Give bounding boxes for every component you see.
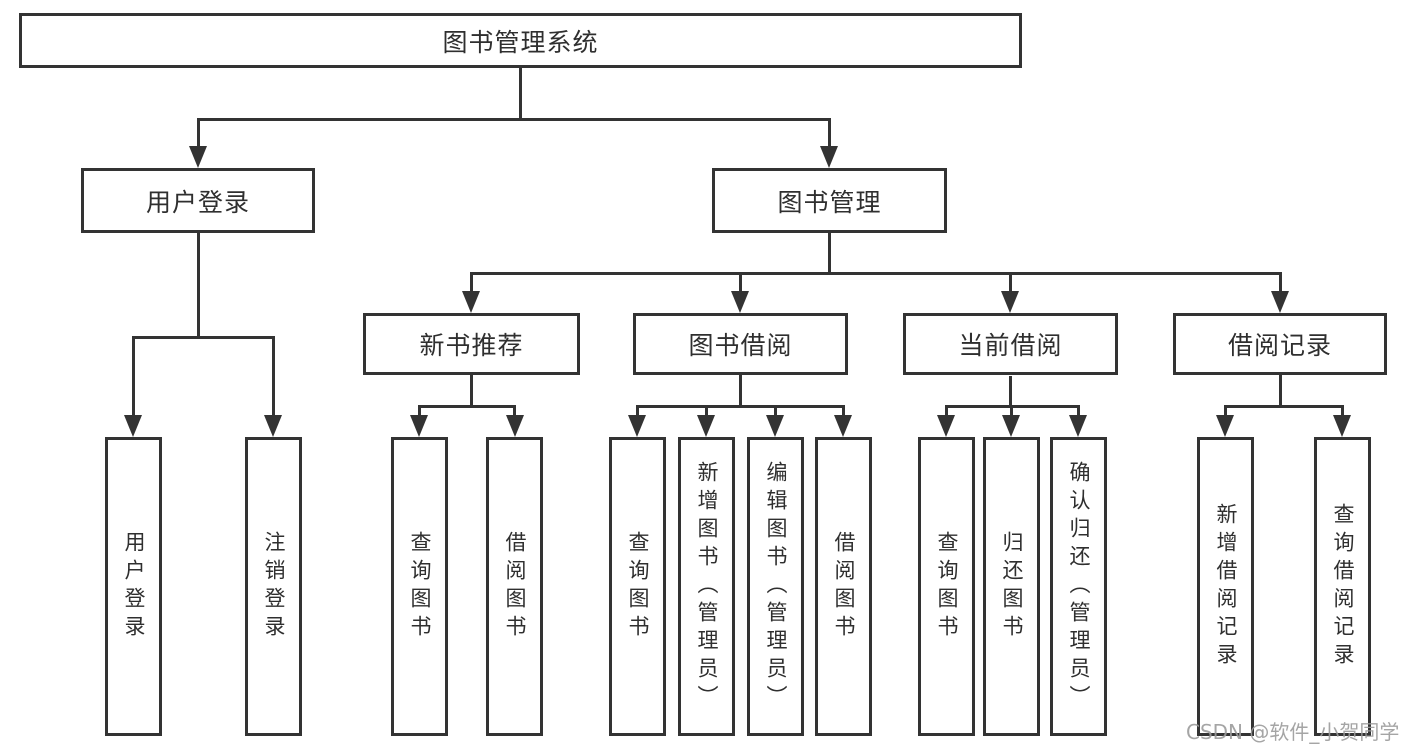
leaf-borrow-book-under-recommend: 借阅图书 <box>486 437 543 736</box>
connector-line <box>774 405 777 417</box>
connector-line <box>1009 272 1012 293</box>
leaf-label: 编辑图书（管理员） <box>764 460 788 713</box>
connector-line <box>705 405 708 417</box>
connector-line <box>1009 376 1012 408</box>
node-label: 借阅记录 <box>1227 331 1332 360</box>
leaf-query-book-under-current: 查询图书 <box>918 437 975 736</box>
leaf-label: 用户登录 <box>122 530 146 643</box>
connector-line <box>132 336 135 417</box>
connector-line <box>197 232 200 339</box>
connector-line <box>418 405 421 417</box>
leaf-label: 新增图书（管理员） <box>695 460 719 713</box>
connector-line <box>636 405 845 408</box>
connector-line <box>945 405 948 417</box>
connector-line <box>636 405 639 417</box>
leaf-label: 查询图书 <box>935 530 959 643</box>
leaf-confirm-return-admin: 确认归还（管理员） <box>1050 437 1107 736</box>
arrow-down-icon <box>1001 291 1019 313</box>
arrow-down-icon <box>937 415 955 437</box>
node-label: 图书借阅 <box>688 331 793 360</box>
leaf-add-book-admin: 新增图书（管理员） <box>678 437 735 736</box>
connector-line <box>1010 405 1013 417</box>
connector-line <box>1224 405 1343 408</box>
connector-line <box>739 272 742 293</box>
connector-line <box>1224 405 1227 417</box>
arrow-down-icon <box>189 146 207 168</box>
arrow-down-icon <box>834 415 852 437</box>
leaf-label: 确认归还（管理员） <box>1067 460 1091 713</box>
connector-line <box>1279 375 1282 408</box>
connector-line <box>513 405 516 417</box>
leaf-query-book-under-borrow: 查询图书 <box>609 437 666 736</box>
leaf-label: 查询借阅记录 <box>1331 502 1355 671</box>
connector-line <box>828 118 831 148</box>
connector-line <box>1077 405 1080 417</box>
arrow-down-icon <box>1271 291 1289 313</box>
connector-line <box>519 68 522 120</box>
leaf-label: 新增借阅记录 <box>1214 502 1238 671</box>
arrow-down-icon <box>124 415 142 437</box>
arrow-down-icon <box>766 415 784 437</box>
arrow-down-icon <box>1002 415 1020 437</box>
arrow-down-icon <box>506 415 524 437</box>
node-user-login: 用户登录 <box>81 168 315 233</box>
leaf-edit-book-admin: 编辑图书（管理员） <box>747 437 804 736</box>
leaf-label: 查询图书 <box>408 530 432 643</box>
node-current-borrow: 当前借阅 <box>903 313 1118 375</box>
leaf-return-book: 归还图书 <box>983 437 1040 736</box>
node-root-label: 图书管理系统 <box>442 27 599 57</box>
csdn-watermark: CSDN @软件_小贺同学 <box>1186 720 1400 744</box>
node-borrow-record: 借阅记录 <box>1173 313 1387 375</box>
connector-line <box>842 405 845 417</box>
connector-line <box>739 374 742 408</box>
connector-line <box>1341 405 1344 417</box>
arrow-down-icon <box>1333 415 1351 437</box>
arrow-down-icon <box>462 291 480 313</box>
connector-line <box>197 118 200 148</box>
arrow-down-icon <box>1069 415 1087 437</box>
arrow-down-icon <box>820 146 838 168</box>
node-new-book-recommend: 新书推荐 <box>363 313 580 375</box>
connector-line <box>132 336 275 339</box>
connector-line <box>418 405 516 408</box>
node-root: 图书管理系统 <box>19 13 1022 68</box>
leaf-label: 借阅图书 <box>832 530 856 643</box>
connector-line <box>470 272 1282 275</box>
connector-line <box>272 336 275 417</box>
node-book-borrow: 图书借阅 <box>633 313 848 375</box>
connector-line <box>197 118 831 121</box>
arrow-down-icon <box>697 415 715 437</box>
node-label: 用户登录 <box>145 187 250 217</box>
node-book-management: 图书管理 <box>712 168 947 233</box>
leaf-query-book-under-recommend: 查询图书 <box>391 437 448 736</box>
leaf-label: 查询图书 <box>626 530 650 643</box>
arrow-down-icon <box>628 415 646 437</box>
connector-line <box>470 375 473 408</box>
connector-line <box>1279 272 1282 293</box>
leaf-borrow-book-under-borrow: 借阅图书 <box>815 437 872 736</box>
node-label: 当前借阅 <box>958 331 1063 360</box>
leaf-logout: 注销登录 <box>245 437 302 736</box>
leaf-user-login: 用户登录 <box>105 437 162 736</box>
leaf-query-borrow-record: 查询借阅记录 <box>1314 437 1371 736</box>
arrow-down-icon <box>264 415 282 437</box>
leaf-add-borrow-record: 新增借阅记录 <box>1197 437 1254 736</box>
node-label: 新书推荐 <box>419 331 524 360</box>
arrow-down-icon <box>1216 415 1234 437</box>
arrow-down-icon <box>410 415 428 437</box>
leaf-label: 归还图书 <box>1000 530 1024 643</box>
leaf-label: 注销登录 <box>262 530 286 643</box>
connector-line <box>470 272 473 293</box>
node-label: 图书管理 <box>777 187 882 217</box>
arrow-down-icon <box>731 291 749 313</box>
leaf-label: 借阅图书 <box>503 530 527 643</box>
connector-line <box>828 233 831 275</box>
